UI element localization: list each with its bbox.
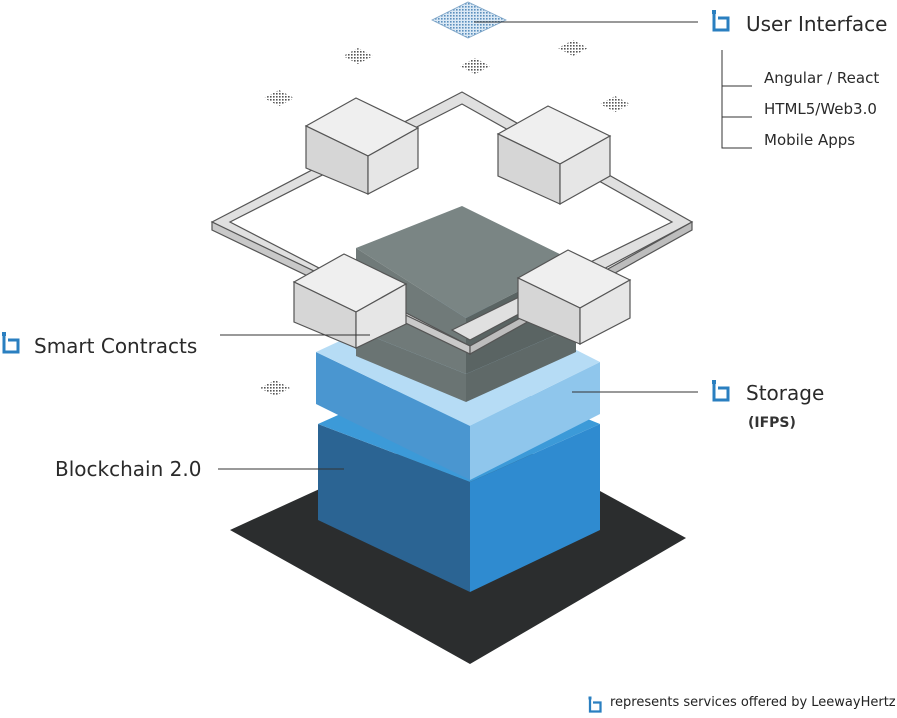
floating-tile [600,96,630,112]
footer-note: represents services offered by LeewayHer… [610,695,896,710]
node-top-right [496,105,612,206]
node-top-left [304,97,420,195]
label-smart-contracts: Smart Contracts [34,334,198,358]
label-storage-sub: (IFPS) [748,415,796,431]
service-icon-smart-contracts [0,330,20,354]
ui-item-html5-web3: HTML5/Web3.0 [764,100,877,118]
service-icon-storage [710,378,730,402]
label-blockchain: Blockchain 2.0 [55,457,202,481]
leader-lines [218,21,752,470]
floating-tile [343,48,373,64]
node-bottom-left [292,253,408,349]
floating-tile [460,58,490,74]
floating-tile [264,90,294,106]
label-user-interface: User Interface [746,12,888,36]
floating-tile [558,40,588,56]
ui-tile [431,1,507,39]
label-storage: Storage [746,381,825,405]
ui-item-angular-react: Angular / React [764,69,880,87]
ui-item-mobile-apps: Mobile Apps [764,131,856,149]
floating-tile [260,380,290,396]
service-icon-user-interface [710,8,730,32]
service-icon-footer [587,695,602,713]
node-bottom-right [516,249,632,345]
